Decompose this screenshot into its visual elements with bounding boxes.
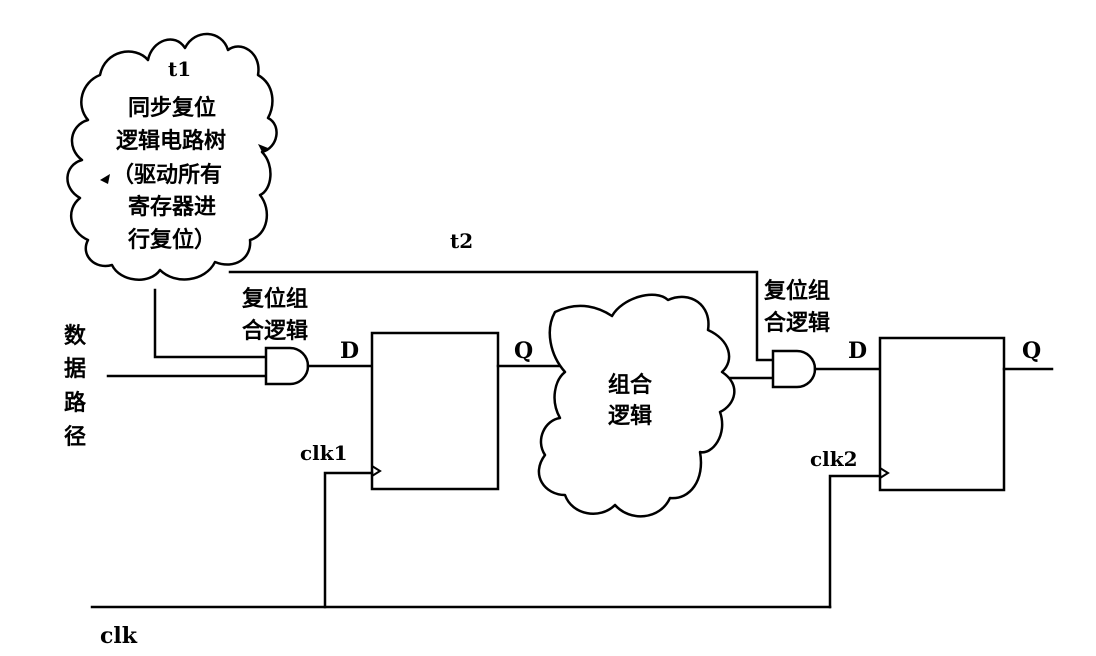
data-path-char-2: 据 (64, 357, 86, 382)
reset-logic-left-line-1: 复位组 (241, 286, 308, 312)
reset-wire-right (228, 270, 775, 362)
cloud-arrow-right (258, 144, 268, 152)
reset-logic-right-line-2: 合逻辑 (764, 310, 830, 336)
clk-label: clk (100, 623, 138, 649)
ff2-d-label: D (848, 338, 867, 364)
ff2-clock-triangle (879, 467, 890, 479)
clk1-label: clk1 (300, 441, 348, 465)
comb-logic-line-1: 组合 (608, 372, 653, 398)
comb-logic-line-2: 逻辑 (608, 403, 652, 429)
ff1-d-label: D (340, 338, 359, 364)
reset-tree-line-4: 寄存器进 (128, 194, 216, 220)
data-path-char-1: 数 (64, 323, 87, 349)
reset-tree-line-2: 逻辑电路树 (116, 128, 226, 154)
reset-wire-left (153, 288, 268, 359)
reset-tree-line-5: 行复位） (127, 227, 216, 253)
reset-logic-right-line-1: 复位组 (763, 278, 830, 304)
t2-label: t2 (450, 229, 473, 253)
data-path-char-3: 路 (64, 390, 87, 416)
reset-logic-left-line-2: 合逻辑 (242, 318, 308, 344)
flip-flop-2 (878, 336, 1006, 492)
ff1-clock-triangle (371, 465, 382, 477)
ff1-q-label: Q (514, 338, 533, 364)
reset-tree-cloud (66, 32, 278, 281)
t1-label: t1 (168, 57, 191, 81)
reset-tree-line-1: 同步复位 (128, 95, 216, 121)
data-path-char-4: 径 (64, 424, 86, 450)
clk2-label: clk2 (810, 447, 858, 471)
comb-logic-cloud (537, 293, 736, 518)
and-gate-left (264, 346, 310, 386)
flip-flop-1 (370, 331, 500, 491)
ff2-q-label: Q (1022, 338, 1041, 364)
cloud-arrow-left (100, 174, 110, 184)
reset-tree-line-3: （驱动所有 (112, 162, 222, 188)
and-gate-right (771, 349, 817, 389)
clk2-branch-wire (828, 474, 882, 609)
clk1-branch-wire (323, 471, 374, 609)
